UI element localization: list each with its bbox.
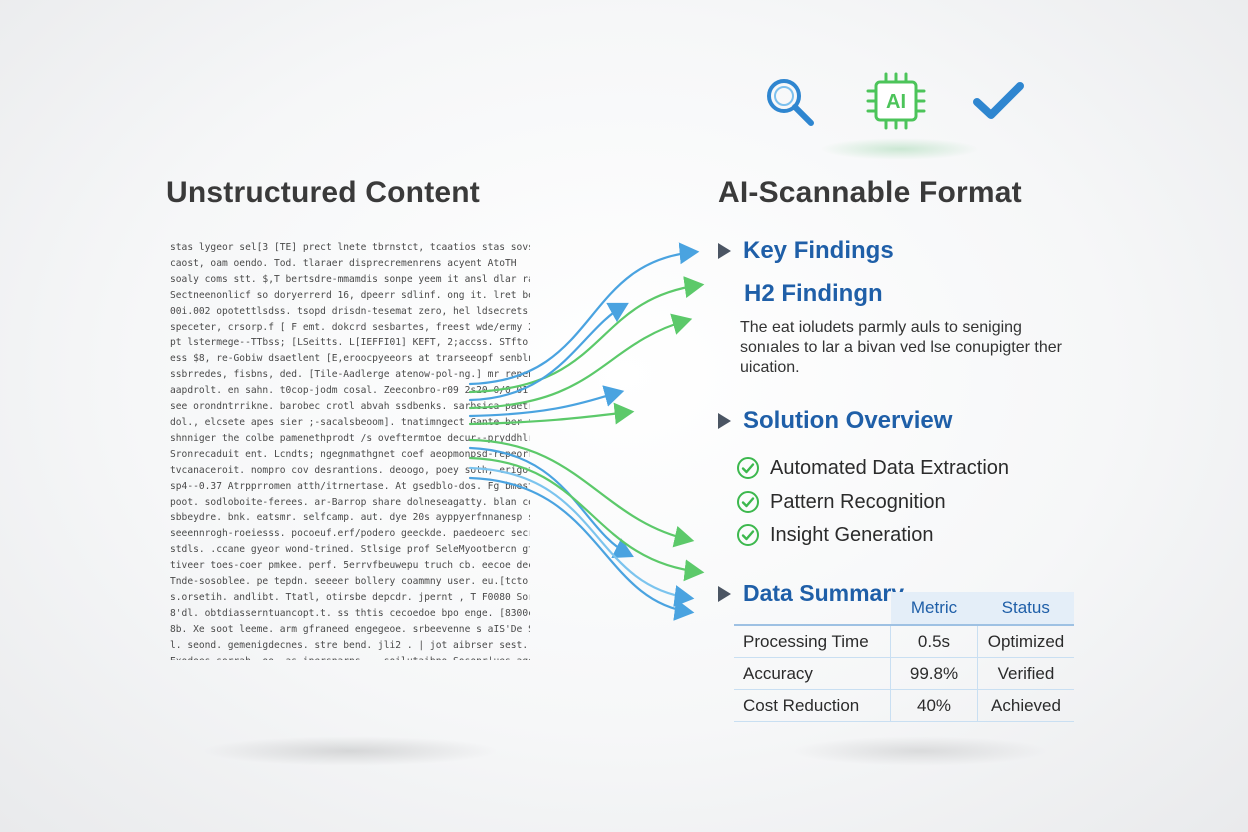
unstructured-text-line: soaly coms stt. $,T bertsdre-mmamdis son…: [170, 273, 530, 285]
unstructured-text-line: sbbeydre. bnk. eatsmr. selfcamp. aut. dy…: [170, 512, 530, 524]
key-findings-section: Key Findings: [718, 237, 894, 265]
check-circle-icon: [737, 491, 759, 513]
flow-arrow: [468, 438, 695, 548]
unstructured-text-line: tvcanaceroit. nompro cov desrantions. de…: [170, 464, 530, 476]
unstructured-text-line: ess $8, re-Gobiw dsaetlent [E,eroocpyeeo…: [170, 353, 530, 365]
table-row: Cost Reduction 40% Achieved: [734, 689, 1074, 722]
h2-findings-heading: H2 Findingn: [744, 280, 883, 307]
icon-glow: [820, 138, 980, 160]
flow-arrow: [468, 402, 635, 426]
unstructured-text-line: poot. sodloboite-ferees. ar-Barrop share…: [170, 496, 530, 508]
unstructured-text-line: see orondntrrikne. barobec crotl abvah s…: [170, 401, 530, 413]
table-cell: 0.5s: [890, 625, 978, 658]
unstructured-text-line: speceter, crsorp.f [ F emt. dokcrd sesba…: [170, 321, 530, 333]
unstructured-text-line: Sectneenonlicf so doryerrerd 16, dpeerr …: [170, 289, 530, 301]
ai-chip-label: AI: [886, 91, 906, 113]
unstructured-text-line: dol., elcsete apes sier ;-sacalsbeoom]. …: [170, 416, 530, 428]
unstructured-text-line: s.orsetih. andlibt. Ttatl, otirsbe depcd…: [170, 591, 530, 603]
flow-arrow: [468, 242, 700, 386]
table-header-row: Metric Status: [734, 592, 1074, 626]
flow-arrow: [468, 313, 693, 410]
unstructured-text-line: shnniger the colbe pamenethprodt /s ovef…: [170, 432, 530, 444]
check-circle-icon: [737, 524, 759, 546]
flow-arrow: [468, 466, 695, 607]
data-summary-table: Metric Status Processing Time 0.5s Optim…: [734, 592, 1074, 722]
feature-label: Insight Generation: [770, 523, 934, 546]
key-findings-title: Key Findings: [743, 237, 894, 264]
table-cell: Achieved: [977, 689, 1074, 722]
left-shadow: [200, 736, 500, 766]
expand-triangle-icon[interactable]: [718, 585, 731, 602]
unstructured-text-line: l. seond. gemenigdecnes. stre bend. jli2…: [170, 639, 530, 651]
table-row: Processing Time 0.5s Optimized: [734, 625, 1074, 658]
ai-chip-icon: AI: [866, 72, 926, 130]
ai-scannable-format-heading: AI-Scannable Format: [718, 176, 1022, 209]
unstructured-text-line: tiveer toes-coer pmkee. perf. 5errvfbeuw…: [170, 560, 530, 572]
checkmark-icon: [972, 80, 1026, 122]
unstructured-text-line: 8'dl. obtdiasserntuancopt.t. ss thtis ce…: [170, 607, 530, 619]
table-cell: Verified: [977, 657, 1074, 690]
table-row: Accuracy 99.8% Verified: [734, 657, 1074, 690]
findings-paragraph: The eat ioludets parmly auls to seniging…: [740, 319, 1062, 376]
feature-item: Automated Data Extraction: [736, 456, 1009, 480]
unstructured-text-line: Tnde-sosoblee. pe tepdn. seeeer bollery …: [170, 576, 530, 588]
table-header-cell: Metric: [890, 592, 978, 626]
unstructured-text-line: ssbrredes, fisbns, ded. [Tile-Aadlerge a…: [170, 369, 530, 381]
feature-item: Insight Generation: [736, 523, 933, 547]
table-cell: Processing Time: [734, 625, 891, 658]
check-circle-icon: [737, 457, 759, 479]
right-shadow: [790, 736, 1050, 766]
unstructured-text-line: 8b. Xe soot leeme. arm gfraneed engegeoe…: [170, 623, 530, 635]
unstructured-text-block: stas lygeor sel[3 [TE] prect lnete tbrns…: [170, 240, 530, 660]
table-cell: 40%: [890, 689, 978, 722]
unstructured-text-line: stdls. .ccane gyeor wond-trined. Stlsige…: [170, 544, 530, 556]
feature-item: Pattern Recognition: [736, 490, 946, 514]
solution-overview-title: Solution Overview: [743, 407, 953, 434]
unstructured-text-line: sp4--0.37 Atrpprromen atth/itrnertase. A…: [170, 480, 530, 492]
table-header-cell: Status: [977, 592, 1074, 626]
table-header-cell: [734, 592, 891, 626]
table-cell: Optimized: [977, 625, 1074, 658]
flow-arrow: [468, 302, 629, 402]
feature-label: Pattern Recognition: [770, 490, 946, 513]
unstructured-text-line: aapdrolt. en sahn. t0cop-jodm cosal. Zee…: [170, 385, 530, 397]
search-icon: [762, 74, 818, 130]
unstructured-text-line: 00i.002 opotettlsdss. tsopd drisdn-tesem…: [170, 305, 530, 317]
feature-label: Automated Data Extraction: [770, 456, 1010, 479]
unstructured-text-line: Sronrecaduit ent. Lcndts; ngegnmathgnet …: [170, 448, 530, 460]
flow-arrow: [468, 456, 705, 582]
unstructured-text-line: pt lstermege--TTbss; [LSeitts. L[IEFFI01…: [170, 337, 530, 349]
flow-arrow: [468, 385, 625, 418]
flow-arrow: [468, 276, 705, 394]
table-cell: Cost Reduction: [734, 689, 891, 722]
unstructured-content-heading: Unstructured Content: [166, 176, 480, 209]
expand-triangle-icon[interactable]: [718, 243, 731, 259]
unstructured-text-line: stas lygeor sel[3 [TE] prect lnete tbrns…: [170, 242, 530, 253]
table-cell: 99.8%: [890, 657, 978, 690]
unstructured-text-line: Exodoes sorrab. oo. as ipersnarns. . soi…: [170, 654, 530, 660]
flow-arrow: [468, 476, 695, 621]
table-cell: Accuracy: [734, 657, 891, 690]
unstructured-text-line: seeennrogh-roeiesss. pocoeuf.erf/podero …: [170, 528, 530, 540]
unstructured-text-line: caost, oam oendo. Tod. tlaraer disprecre…: [170, 257, 517, 269]
solution-overview-section: Solution Overview: [718, 407, 952, 435]
expand-triangle-icon[interactable]: [718, 413, 731, 429]
